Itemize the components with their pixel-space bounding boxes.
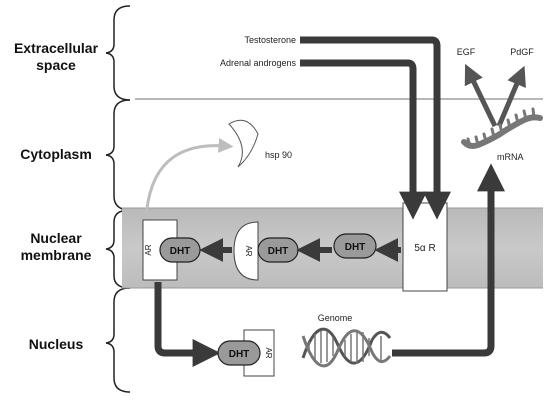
- egf-arrow: [464, 63, 498, 128]
- mrna-label: mRNA: [497, 152, 524, 162]
- hsp90-release-arrow: [144, 137, 234, 221]
- label-nuclear-membrane: Nuclear membrane: [0, 230, 112, 264]
- ar-label-membrane: AR: [144, 244, 153, 255]
- testosterone-arrow: [300, 36, 451, 220]
- egf-label: EGF: [457, 47, 476, 57]
- genome-to-mrna-arrow: [392, 163, 505, 357]
- label-extracellular-line1: Extracellular: [13, 40, 99, 56]
- mrna-strand: [461, 107, 543, 149]
- label-nucleus-line1: Nucleus: [28, 336, 84, 352]
- hsp90-shape: [228, 119, 259, 168]
- hsp90-label: hsp 90: [265, 150, 292, 160]
- label-extracellular-line2: space: [36, 57, 76, 73]
- label-nuclear-membrane-line1: Nuclear: [30, 230, 82, 246]
- dht-label-reductase: DHT: [345, 242, 366, 253]
- ar-hsp-complex: [233, 221, 259, 281]
- label-nuclear-membrane-line2: membrane: [20, 247, 92, 263]
- dht-label-nucleus: DHT: [229, 349, 250, 360]
- genome-label: Genome: [318, 313, 353, 323]
- left-braces: [105, 5, 131, 393]
- reductase-label: 5α R: [414, 243, 435, 254]
- adrenal-androgens-label: Adrenal androgens: [220, 58, 297, 68]
- into-nucleus-arrow: [154, 282, 221, 367]
- adrenal-androgens-arrow: [300, 59, 427, 220]
- testosterone-label: Testosterone: [244, 35, 296, 45]
- ar-label-nucleus: AR: [264, 347, 273, 358]
- label-nucleus: Nucleus: [0, 336, 112, 353]
- ar-label-complex: AR: [244, 245, 253, 256]
- pdgf-arrow: [496, 65, 526, 127]
- genome-helix: [301, 327, 392, 368]
- dht-label-membrane: DHT: [170, 246, 191, 257]
- label-cytoplasm-line1: Cytoplasm: [20, 146, 92, 162]
- dht-label-complex: DHT: [268, 246, 289, 257]
- label-extracellular-space: Extracellular space: [0, 40, 112, 74]
- dht-pill-nucleus: [217, 340, 261, 366]
- pdgf-label: PdGF: [510, 47, 534, 57]
- label-cytoplasm: Cytoplasm: [0, 146, 112, 163]
